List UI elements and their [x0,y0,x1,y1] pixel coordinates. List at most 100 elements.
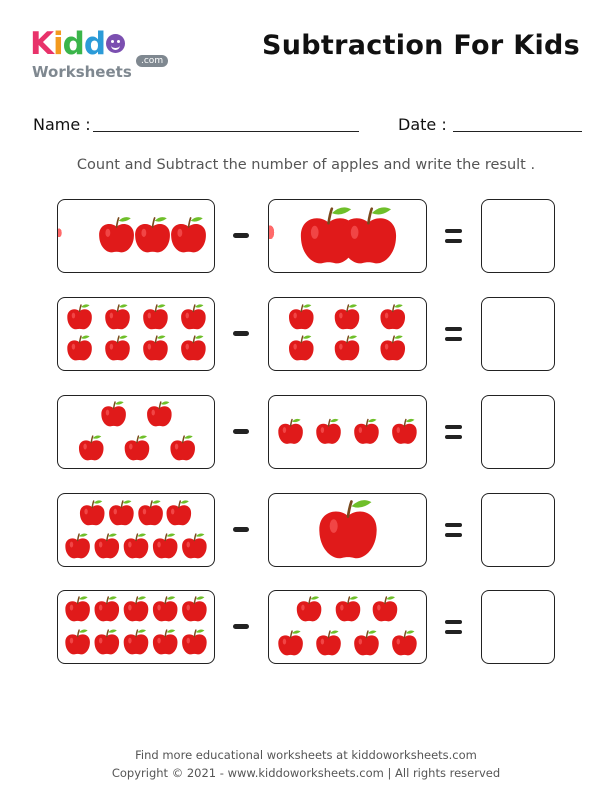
apple-group [319,500,377,559]
apple-icon [109,500,134,526]
problem-row [0,493,612,571]
apple-icon [101,401,126,427]
answer-box[interactable] [481,590,555,664]
apple-icon [182,533,207,559]
apple-icon [392,418,417,444]
apple-icon [372,596,398,622]
apple-icon [94,629,120,655]
apple-icon [392,630,417,656]
apple-icon [354,630,379,656]
apple-icon [65,596,90,622]
answer-box[interactable] [481,395,555,469]
apple-icon [65,629,90,655]
apple-icon [354,418,379,444]
apple-group [278,418,417,444]
apple-group [269,200,397,264]
apple-icon [182,596,207,622]
apple-icon [147,401,172,427]
minus-icon [233,233,249,238]
equals-icon [445,523,462,537]
apple-icon [152,596,178,622]
apple-icon [171,217,206,253]
subtrahend-apple-box [268,199,427,273]
minuend-apple-box [57,297,215,371]
minus-icon [233,624,249,629]
smiley-icon [106,34,126,53]
apple-icon [170,435,195,461]
logo-worksheets-text: Worksheets [32,63,132,81]
apple-icon [78,435,104,461]
apple-icon [65,533,90,559]
apple-icon [166,500,192,526]
equals-icon [445,425,462,439]
apple-group [65,500,207,559]
apple-icon [182,629,207,655]
equals-icon [445,229,462,243]
answer-box[interactable] [481,493,555,567]
answer-box[interactable] [481,297,555,371]
apple-icon [181,304,206,330]
logo-kiddo-text: Kidd [30,26,126,62]
apple-icon [319,500,377,559]
apple-icon [380,304,406,330]
instruction-text: Count and Subtract the number of apples … [76,157,536,173]
apple-icon [124,435,150,461]
apple-icon [316,418,341,444]
kiddo-logo: Kidd Worksheets .com [30,26,180,86]
apple-icon [105,304,130,330]
equals-icon [445,327,462,341]
apple-icon [152,533,178,559]
apple-icon [79,500,105,526]
apple-group [288,304,406,361]
apple-icon [143,335,168,361]
apple-icon [94,533,120,559]
problem-row [0,590,612,668]
apple-icon [288,335,314,361]
apple-icon [105,335,130,361]
problem-row [0,199,612,277]
apple-icon [269,226,274,239]
apple-icon [380,335,406,361]
problem-row [0,395,612,473]
apple-icon [123,629,149,655]
apple-icon [316,630,341,656]
page-title: Subtraction For Kids [262,30,580,61]
apple-icon [67,335,92,361]
minus-icon [233,331,249,336]
footer-line-2: Copyright © 2021 - www.kiddoworksheets.c… [111,766,501,780]
apple-icon [152,629,178,655]
apple-icon [138,500,163,526]
minuend-apple-box [57,493,215,567]
answer-box[interactable] [481,199,555,273]
apple-icon [99,217,134,253]
logo-com-badge: .com [136,55,169,67]
apple-icon [296,596,322,622]
name-field[interactable] [93,131,359,132]
minus-icon [233,429,249,434]
subtrahend-apple-box [268,590,427,664]
apple-icon [334,304,360,330]
apple-group [67,304,206,361]
apple-group [65,596,207,655]
problem-row [0,297,612,375]
apple-icon [181,335,206,361]
equals-icon [445,620,462,634]
apple-icon [340,207,397,264]
apple-icon [335,596,361,622]
apple-icon [67,304,92,330]
apple-icon [278,630,303,656]
apple-icon [58,229,62,237]
apple-group [278,596,417,656]
apple-icon [135,217,170,253]
apple-icon [123,596,149,622]
apple-icon [278,418,303,444]
subtrahend-apple-box [268,297,427,371]
minus-icon [233,527,249,532]
minuend-apple-box [57,199,215,273]
apple-icon [143,304,168,330]
date-field[interactable] [453,131,582,132]
subtrahend-apple-box [268,395,427,469]
date-label: Date : [398,115,447,134]
apple-group [58,200,206,253]
apple-icon [123,533,149,559]
